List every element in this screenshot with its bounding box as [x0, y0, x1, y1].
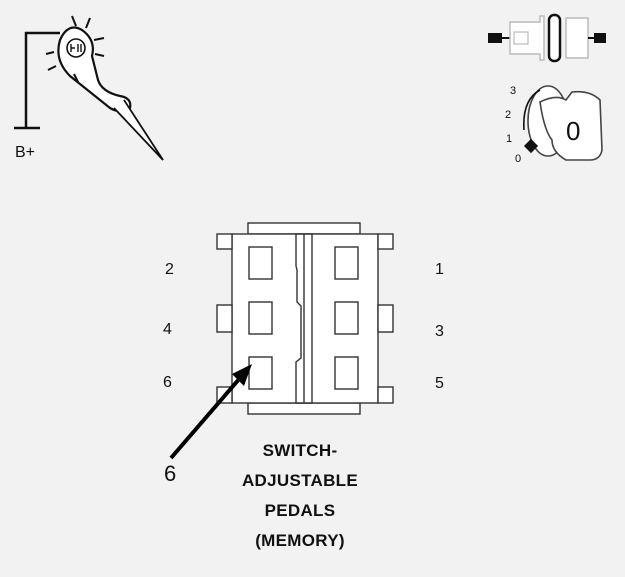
pin-label-6: 6: [163, 374, 172, 391]
caption: SWITCH- ADJUSTABLE PEDALS (MEMORY): [200, 442, 400, 549]
callout-arrow: [169, 364, 252, 460]
test-light-probe-icon: [14, 15, 164, 161]
caption-line-4: (MEMORY): [255, 531, 345, 550]
ignition-position-2: 2: [505, 109, 512, 121]
pin-label-5: 5: [435, 375, 444, 392]
pin-label-2: 2: [165, 261, 174, 278]
b-plus-label: B+: [15, 144, 36, 161]
ignition-key-icon: [523, 85, 603, 161]
caption-line-2: ADJUSTABLE: [241, 471, 359, 490]
connector-face: [216, 222, 394, 415]
pin-label-1: 1: [435, 261, 444, 278]
ignition-position-3: 3: [510, 85, 517, 97]
disconnected-connector-icon: [488, 13, 606, 63]
ignition-position-0: 0: [515, 153, 522, 165]
callout-pin-number: 6: [164, 461, 177, 486]
pin-label-3: 3: [435, 323, 444, 340]
ignition-position-1: 1: [506, 133, 513, 145]
pin-label-4: 4: [163, 321, 172, 338]
caption-line-3: PEDALS: [264, 501, 336, 520]
ignition-selected-position: 0: [566, 116, 581, 146]
caption-line-1: SWITCH-: [262, 441, 338, 460]
